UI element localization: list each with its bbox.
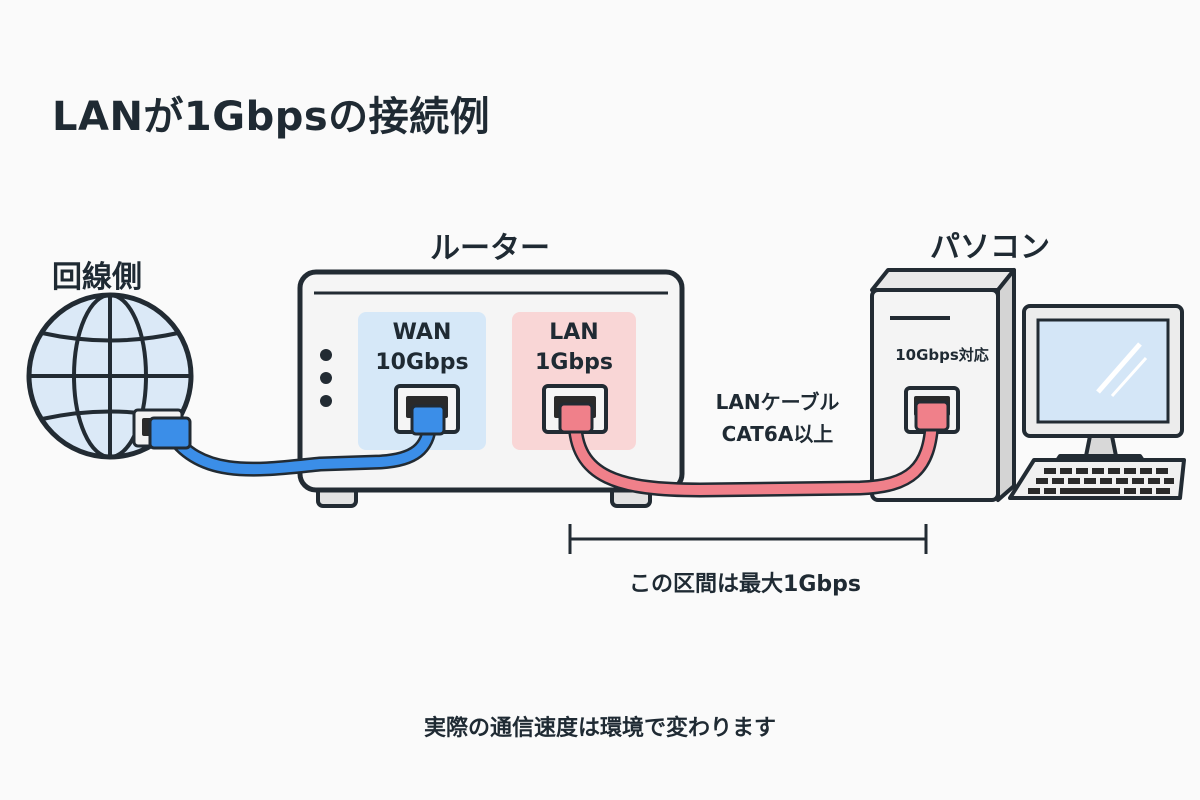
wan-port-label: WAN 10Gbps [358, 318, 486, 378]
footnote: 実際の通信速度は環境で変わります [423, 716, 776, 741]
cable-label: LANケーブル CAT6A以上 [690, 386, 865, 450]
lan-cable [558, 400, 950, 498]
keyboard-icon [1008, 458, 1186, 500]
lan-plug-pc [914, 400, 950, 432]
monitor-icon [1022, 304, 1184, 470]
lan-plug-router [558, 402, 594, 434]
cable-category: CAT6A以上 [721, 422, 834, 446]
pc-label: パソコン [930, 230, 1050, 265]
pc-speed-badge: 10Gbps対応 [895, 346, 989, 364]
wan-plug-router [410, 404, 446, 436]
wan-speed: 10Gbps [375, 350, 469, 375]
status-led-3 [320, 395, 332, 407]
wan-plug-globe [148, 416, 192, 450]
router-label: ルーター [430, 231, 550, 266]
lan-name: LAN [549, 320, 599, 345]
span-label: この区間は最大1Gbps [629, 572, 861, 597]
line-side-label: 回線側 [52, 260, 142, 295]
cable-type: LANケーブル [715, 390, 840, 414]
lan-speed: 1Gbps [535, 350, 613, 375]
status-led-2 [320, 372, 332, 384]
wan-name: WAN [392, 320, 452, 345]
wan-cable [148, 404, 446, 477]
pc-tower [870, 268, 1016, 502]
lan-port-label: LAN 1Gbps [512, 318, 636, 378]
page-title: LANが1Gbpsの接続例 [52, 94, 491, 140]
span-bracket [568, 524, 928, 554]
status-led-1 [320, 349, 332, 361]
